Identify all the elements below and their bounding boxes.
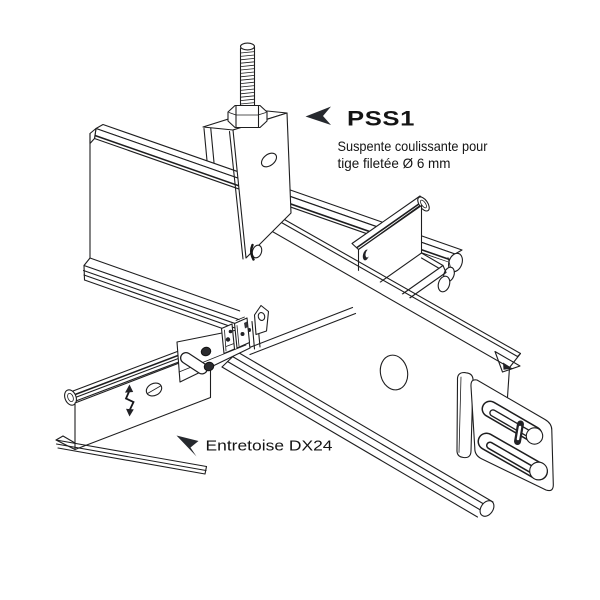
rear-clip-mark xyxy=(362,249,371,261)
end-plate-notch xyxy=(514,420,524,445)
threaded-rod xyxy=(227,42,268,129)
pss1-desc-line2: tige filetée Ø 6 mm xyxy=(338,156,451,171)
direction-arrow-mark xyxy=(124,384,135,417)
spacer-through-lines xyxy=(246,306,357,356)
main-runner xyxy=(221,205,522,518)
rear-spacer xyxy=(351,195,451,315)
annotations: PSS1 Suspente coulissante pour tige file… xyxy=(176,106,488,457)
bracket-hole xyxy=(260,152,278,168)
entretoise-label: Entretoise DX24 xyxy=(206,439,333,455)
end-plate-slot-2 xyxy=(477,432,548,481)
bracket-rear-leg xyxy=(203,124,215,167)
connector-clip xyxy=(220,304,270,355)
end-plate-slot-1 xyxy=(481,400,544,445)
hex-nut xyxy=(227,104,268,129)
runner-end-plate xyxy=(456,371,554,492)
dx24-connector xyxy=(176,304,270,383)
pss1-arrow-icon xyxy=(305,106,331,125)
pss1-label: PSS1 xyxy=(347,107,415,131)
pss1-desc-line1: Suspente coulissante pour xyxy=(338,139,488,154)
bracket-hook xyxy=(250,243,263,261)
entretoise-arrow-icon xyxy=(176,435,199,457)
